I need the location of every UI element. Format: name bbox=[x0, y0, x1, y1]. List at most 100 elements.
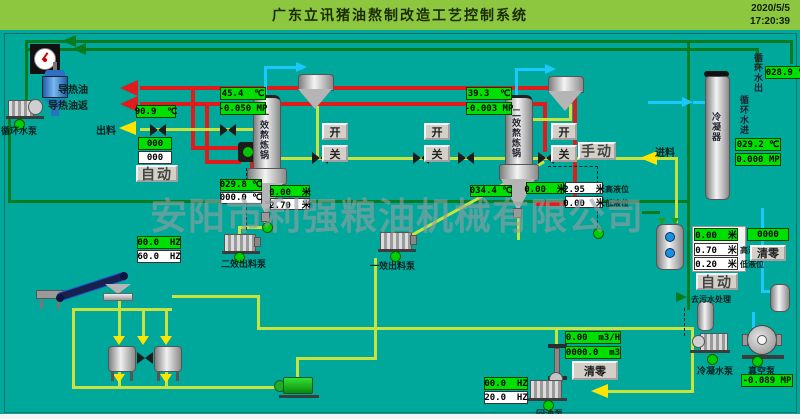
feed-label: 进料 bbox=[655, 148, 675, 159]
tank1-pump-label: 二效出料泵 bbox=[221, 259, 267, 269]
pipe-hot-oil bbox=[535, 202, 577, 206]
tank1-level-setpoint[interactable]: 2.70 米 bbox=[269, 198, 311, 211]
pump-status-dot bbox=[543, 400, 554, 411]
pipe-product bbox=[316, 106, 319, 158]
left-setpoint-input[interactable]: 000 bbox=[138, 151, 172, 164]
status-dot bbox=[593, 228, 604, 239]
pipe-hot-oil bbox=[191, 146, 243, 150]
pipe-product bbox=[72, 308, 75, 388]
pipe-product bbox=[238, 226, 267, 229]
pipe-product bbox=[569, 104, 572, 120]
pipe-hot-oil bbox=[191, 86, 195, 150]
tank2-pressure-display: -0.003 MP bbox=[464, 102, 514, 115]
return-pump-icon[interactable] bbox=[530, 380, 562, 399]
water-flow-arrow bbox=[66, 43, 86, 55]
pipe-vapor bbox=[264, 66, 298, 69]
down-arrow bbox=[113, 374, 125, 389]
tank1-jacket-temp-setpoint[interactable]: 000.0 ℃ bbox=[219, 192, 263, 204]
return-oil-arrow bbox=[584, 384, 608, 398]
agitator-motor-icon[interactable] bbox=[53, 62, 57, 70]
pipe-product bbox=[296, 357, 299, 383]
flow-total-display: 0000.0 m3 bbox=[565, 346, 621, 359]
buffer-tank-icon bbox=[108, 346, 136, 372]
tank1-discharge-pump-icon[interactable] bbox=[224, 234, 256, 252]
water-out-label: 循环水出 bbox=[753, 53, 763, 93]
down-arrow bbox=[113, 336, 125, 351]
discharge-arrow bbox=[112, 121, 136, 135]
tank1-jacket-temp-display: 029.8 ℃ bbox=[219, 179, 263, 191]
pump-status-dot bbox=[390, 251, 401, 262]
return-pump-freq-display: 00.0 HZ bbox=[484, 377, 528, 390]
inlet-arrow bbox=[658, 218, 666, 229]
tank1-close-button[interactable]: 关 bbox=[322, 145, 348, 162]
return-pump-freq-setpoint[interactable]: 20.0 HZ bbox=[484, 391, 528, 404]
mid-open-button[interactable]: 开 bbox=[424, 123, 450, 140]
tank2-jacket-temp-display: 034.4 ℃ bbox=[469, 185, 513, 197]
mid-pump-label: 一效出料泵 bbox=[370, 261, 416, 271]
pipe-vapor bbox=[761, 290, 775, 293]
hopper-icon bbox=[105, 284, 131, 294]
waste-arrow bbox=[676, 292, 692, 302]
vapor-arrow bbox=[545, 64, 561, 74]
pipe-product bbox=[257, 327, 694, 330]
conveyor-pulley bbox=[120, 272, 128, 280]
conveyor-leg bbox=[57, 299, 60, 309]
flow-clear-button[interactable]: 清零 bbox=[572, 361, 618, 380]
pot-high-level-setpoint[interactable]: 0.70 米 bbox=[694, 243, 738, 256]
condenser-name: 冷凝器 bbox=[711, 112, 721, 142]
waste-water-label: 去污水处理 bbox=[691, 295, 731, 304]
condenser-vessel bbox=[705, 76, 730, 200]
pot-low-level-label: 低液位 bbox=[740, 260, 764, 269]
tank1-pump-freq-setpoint[interactable]: 60.0 HZ bbox=[137, 250, 181, 263]
signal-line bbox=[548, 166, 598, 167]
tank-leg bbox=[157, 372, 160, 381]
time-label: 17:20:39 bbox=[749, 16, 790, 27]
pot-auto-button[interactable]: 自动 bbox=[696, 273, 738, 290]
tank2-open-button[interactable]: 开 bbox=[551, 123, 577, 140]
hopper-icon bbox=[103, 293, 133, 301]
pump-base bbox=[279, 395, 319, 398]
pump-status-dot bbox=[707, 354, 718, 365]
page-title: 广东立讯猪油熬制改造工艺控制系统 bbox=[272, 7, 528, 23]
agitator-motor-icon[interactable] bbox=[42, 76, 68, 98]
tank-leg bbox=[130, 372, 133, 381]
pipe-product bbox=[257, 295, 260, 329]
tank1-open-button[interactable]: 开 bbox=[322, 123, 348, 140]
transfer-pump-icon[interactable] bbox=[283, 377, 313, 394]
hot-oil-supply-arrow bbox=[112, 80, 138, 96]
tank2-close-button[interactable]: 关 bbox=[551, 145, 577, 162]
conveyor-pulley bbox=[56, 294, 64, 302]
tank1-temp-display: 45.4 ℃ bbox=[220, 87, 266, 100]
tank2-level-display: 0.00 米 bbox=[524, 182, 566, 195]
agitator-motor-icon[interactable] bbox=[45, 70, 65, 76]
down-arrow bbox=[160, 374, 172, 389]
vapor-arrow bbox=[682, 97, 698, 107]
mid-close-button[interactable]: 关 bbox=[424, 145, 450, 162]
tank2-name: 二效熬炼锅 bbox=[511, 108, 521, 158]
flow-meter-icon bbox=[548, 344, 567, 348]
pump-status-dot bbox=[752, 356, 763, 367]
sight-glass-port bbox=[665, 232, 675, 242]
pump-base bbox=[690, 350, 730, 353]
title-bar: 广东立讯猪油熬制改造工艺控制系统 2020/5/5 17:20:39 bbox=[0, 0, 800, 30]
left-value-display: 000 bbox=[138, 137, 172, 150]
pipe-product bbox=[72, 308, 172, 311]
mid-pump-icon[interactable] bbox=[380, 232, 412, 250]
pot-low-level-setpoint[interactable]: 0.20 米 bbox=[694, 257, 738, 270]
pipe-product bbox=[118, 300, 121, 338]
tank2-high-level-setpoint[interactable]: 2.95 米 bbox=[563, 182, 605, 195]
feed-arrow bbox=[633, 151, 657, 165]
discharge-label: 出料 bbox=[96, 126, 116, 137]
tank1-discharge-pump-icon bbox=[254, 237, 261, 247]
pipe-hot-oil bbox=[205, 102, 209, 164]
conveyor-leg bbox=[40, 299, 43, 309]
counter-clear-button[interactable]: 清零 bbox=[750, 245, 786, 261]
hot-oil-supply-label: 导热油 bbox=[58, 85, 88, 96]
pipe-vapor bbox=[648, 101, 682, 104]
tank1-pump-freq-display: 00.0 HZ bbox=[137, 236, 181, 249]
pipe-water bbox=[756, 48, 759, 68]
tank2-manual-button[interactable]: 手动 bbox=[578, 142, 616, 160]
tank2-low-level-setpoint[interactable]: 0.00 米 bbox=[563, 196, 605, 209]
pipe-vapor bbox=[752, 312, 755, 328]
left-auto-button[interactable]: 自动 bbox=[136, 165, 178, 182]
